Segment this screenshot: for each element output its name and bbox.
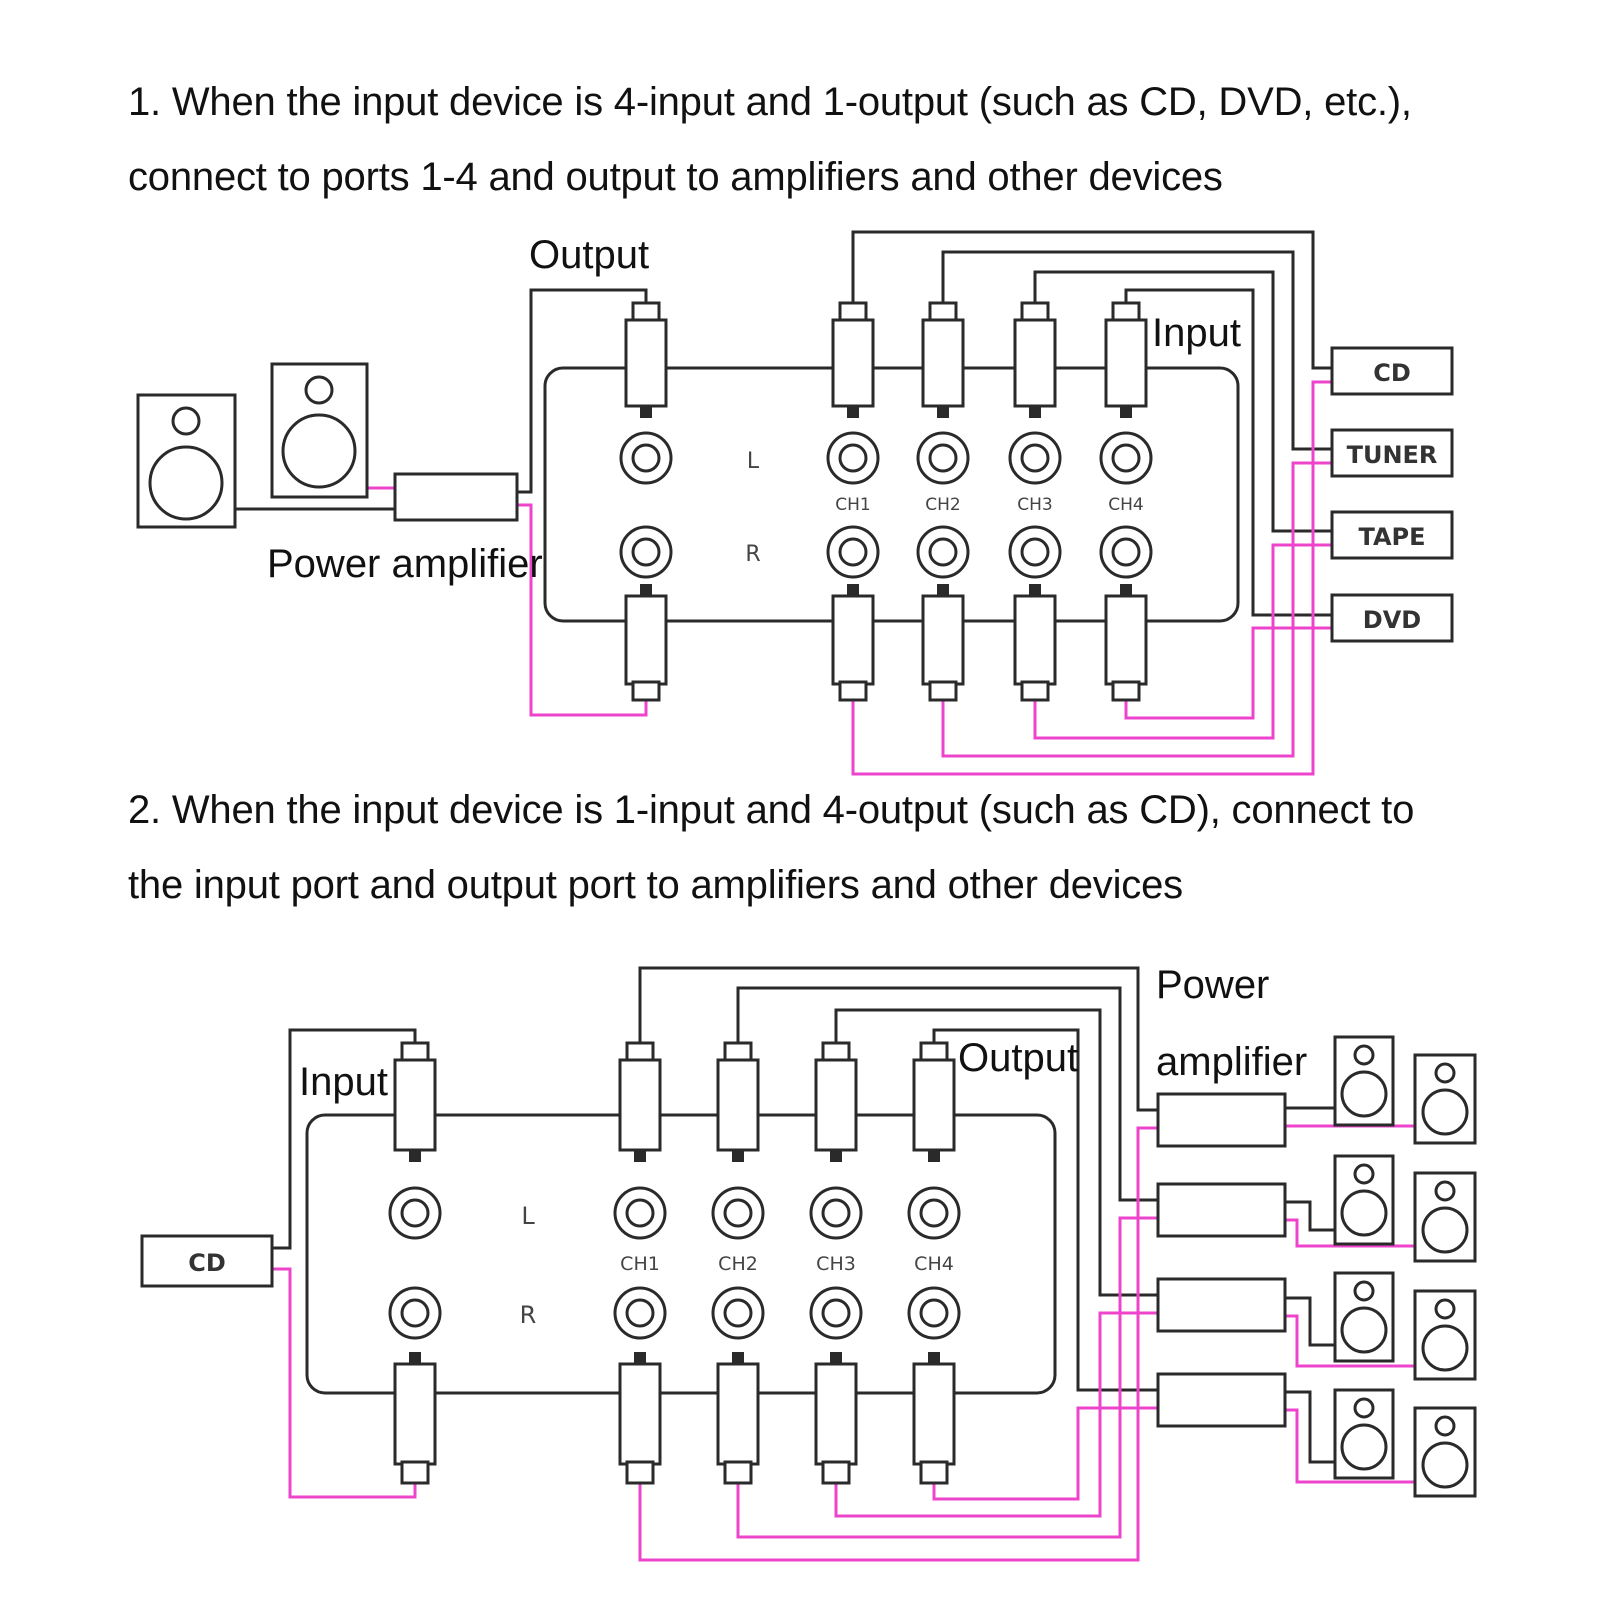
channel-4-label: CH4 bbox=[1108, 495, 1143, 515]
diagram2-power-label: Power bbox=[1156, 963, 1269, 1007]
speaker-1 bbox=[136, 393, 237, 529]
diagram1-output-label: Output bbox=[529, 233, 649, 277]
wire-amp4-spk-b bbox=[1285, 1408, 1415, 1484]
switch-box-body-2 bbox=[305, 1113, 1057, 1395]
wire-ch1-r bbox=[851, 380, 1332, 776]
channel-4-column: CH4 bbox=[1099, 301, 1153, 702]
caption-1-line-2: connect to ports 1-4 and output to ampli… bbox=[128, 155, 1223, 199]
wire-out-ch1-r bbox=[638, 1126, 1158, 1562]
amplifier-3 bbox=[1156, 1277, 1287, 1333]
device-tuner-label: TUNER bbox=[1347, 441, 1438, 469]
power-amplifier-box bbox=[393, 472, 519, 522]
device-dvd-label: DVD bbox=[1363, 606, 1421, 634]
output-column bbox=[619, 301, 673, 702]
out-channel-1-column: CH1 bbox=[613, 1041, 667, 1485]
source-cd-label: CD bbox=[188, 1249, 226, 1277]
switch-box-body bbox=[543, 366, 1240, 623]
wire-out-ch2-l bbox=[736, 986, 1158, 1202]
wire-out-ch1-l bbox=[638, 966, 1158, 1112]
out-channel-4-column: CH4 bbox=[907, 1041, 961, 1485]
device-cd-label: CD bbox=[1373, 359, 1411, 387]
wire-output-r bbox=[517, 503, 648, 717]
wire-amp2-spk-b bbox=[1285, 1218, 1415, 1248]
out-channel-3-label: CH3 bbox=[816, 1253, 856, 1275]
diagram1-input-label: Input bbox=[1152, 311, 1241, 355]
diagram1-power-amplifier-label: Power amplifier bbox=[267, 542, 543, 586]
channel-1-column: CH1 bbox=[826, 301, 880, 702]
channel-2-label: CH2 bbox=[925, 495, 960, 515]
amplifier-1 bbox=[1156, 1092, 1287, 1148]
out-channel-2-label: CH2 bbox=[718, 1253, 758, 1275]
out-channel-2-column: CH2 bbox=[711, 1041, 765, 1485]
row-left-label-2: L bbox=[521, 1202, 535, 1230]
device-cd: CD bbox=[1330, 346, 1454, 396]
channel-3-label: CH3 bbox=[1017, 495, 1052, 515]
row-right-label: R bbox=[745, 542, 760, 567]
diagram2-amplifier-label: amplifier bbox=[1156, 1040, 1307, 1084]
diagram2-input-label: Input bbox=[299, 1060, 388, 1104]
wire-output-l bbox=[517, 288, 648, 494]
wire-amp2-spk-a bbox=[1285, 1200, 1335, 1232]
wire-out-ch4-l bbox=[932, 1028, 1158, 1392]
caption-2-line-1: 2. When the input device is 1-input and … bbox=[128, 788, 1415, 832]
wire-amp3-spk-b bbox=[1285, 1314, 1415, 1368]
wire-out-ch3-r bbox=[834, 1311, 1158, 1518]
caption-1-line-1: 1. When the input device is 4-input and … bbox=[128, 80, 1412, 124]
wire-ch1-l bbox=[851, 230, 1332, 370]
device-tuner: TUNER bbox=[1330, 428, 1454, 478]
speaker-pair-3 bbox=[1333, 1271, 1477, 1381]
row-right-label-2: R bbox=[520, 1301, 537, 1329]
channel-2-column: CH2 bbox=[916, 301, 970, 702]
wire-ch4-r bbox=[1124, 626, 1332, 720]
speaker-pair-4 bbox=[1333, 1388, 1477, 1498]
amplifier-4 bbox=[1156, 1372, 1287, 1428]
diagram2-output-label: Output bbox=[958, 1036, 1078, 1080]
out-channel-4-label: CH4 bbox=[914, 1253, 954, 1275]
channel-1-label: CH1 bbox=[835, 495, 870, 515]
speaker-2 bbox=[270, 362, 369, 499]
out-channel-3-column: CH3 bbox=[809, 1041, 863, 1485]
out-channel-1-label: CH1 bbox=[620, 1253, 660, 1275]
wire-amp3-spk-a bbox=[1285, 1296, 1335, 1347]
wire-ch4-l bbox=[1124, 288, 1332, 617]
input-column bbox=[388, 1041, 442, 1485]
diagram-2: CD bbox=[140, 963, 1477, 1562]
wire-out-ch4-r bbox=[932, 1406, 1158, 1501]
wire-ch2-r bbox=[941, 461, 1332, 758]
wire-amp4-spk-a bbox=[1285, 1390, 1335, 1464]
speaker-pair-2 bbox=[1333, 1154, 1477, 1263]
channel-3-column: CH3 bbox=[1008, 301, 1062, 702]
wire-cd-input-r bbox=[272, 1267, 417, 1499]
wire-out-ch2-r bbox=[736, 1216, 1158, 1539]
device-dvd: DVD bbox=[1330, 593, 1454, 643]
diagram-1: CD TUNER TAPE DVD bbox=[136, 230, 1454, 776]
row-left-label: L bbox=[747, 449, 760, 474]
device-tape: TAPE bbox=[1330, 510, 1454, 560]
wire-cd-input-l bbox=[272, 1028, 417, 1250]
speaker-pair-1 bbox=[1333, 1035, 1477, 1145]
caption-2-line-2: the input port and output port to amplif… bbox=[128, 863, 1183, 907]
wire-ch2-l bbox=[941, 250, 1332, 451]
source-cd: CD bbox=[140, 1234, 274, 1288]
wire-ch3-r bbox=[1033, 543, 1332, 740]
device-tape-label: TAPE bbox=[1358, 523, 1425, 551]
amplifier-2 bbox=[1156, 1182, 1287, 1238]
